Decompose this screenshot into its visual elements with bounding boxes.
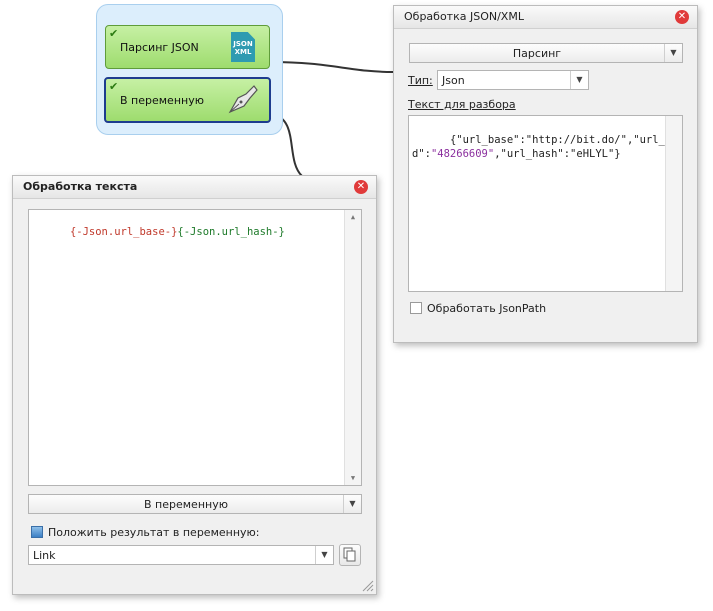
type-select[interactable]: Json ▼ — [437, 70, 589, 90]
save-result-label: Положить результат в переменную: — [48, 526, 260, 539]
json-text-line: d": — [412, 148, 431, 160]
copy-icon — [343, 547, 356, 562]
check-icon: ✔ — [109, 80, 119, 93]
action-select[interactable]: В переменную ▼ — [28, 494, 362, 514]
node-label: В переменную — [120, 94, 204, 107]
chevron-down-icon[interactable]: ▼ — [570, 71, 588, 89]
node-to-variable[interactable]: ✔ В переменную — [104, 77, 271, 123]
variable-select-value: Link — [33, 549, 56, 562]
scroll-up-icon[interactable]: ▲ — [350, 213, 356, 221]
type-select-value: Json — [442, 74, 465, 87]
scrollbar[interactable] — [665, 116, 682, 291]
scrollbar[interactable]: ▲ ▼ — [344, 210, 361, 485]
check-icon: ✔ — [109, 27, 119, 40]
node-label: Парсинг JSON — [120, 41, 199, 54]
close-icon[interactable]: ✕ — [675, 10, 689, 24]
panel-title: Обработка JSON/XML — [404, 10, 524, 23]
pen-nib-icon — [228, 85, 258, 114]
text-to-parse-label: Текст для разбора — [408, 98, 516, 111]
variable-select[interactable]: Link ▼ — [28, 545, 334, 565]
json-text-line: {"url_base":"http://bit.do/","url_i — [449, 134, 672, 146]
panel-title: Обработка текста — [23, 180, 138, 193]
action-select[interactable]: Парсинг ▼ — [409, 43, 683, 63]
scroll-down-icon[interactable]: ▼ — [350, 474, 356, 482]
chevron-down-icon[interactable]: ▼ — [315, 546, 333, 564]
json-xml-panel: Обработка JSON/XML ✕ Парсинг ▼ Тип: Json… — [393, 5, 698, 343]
panel-title-bar: Обработка текста ✕ — [13, 176, 376, 199]
jsonpath-label: Обработать JsonPath — [427, 302, 547, 315]
action-select-value: Парсинг — [512, 47, 562, 60]
action-select-value: В переменную — [144, 498, 228, 511]
variable-token: {-Json.url_hash-} — [177, 226, 285, 238]
chevron-down-icon[interactable]: ▼ — [664, 44, 682, 62]
json-text-line: ,"url_hash":"eHLYL"} — [494, 148, 621, 160]
close-icon[interactable]: ✕ — [354, 180, 368, 194]
save-result-checkbox[interactable] — [31, 526, 43, 538]
text-to-parse-input[interactable]: {"url_base":"http://bit.do/","url_i d":"4… — [408, 115, 683, 292]
text-processing-panel: Обработка текста ✕ {-Json.url_base-}{-Js… — [12, 175, 377, 595]
type-label: Тип: — [408, 74, 433, 87]
jsonpath-checkbox[interactable] — [410, 302, 422, 314]
copy-button[interactable] — [339, 544, 361, 566]
chevron-down-icon[interactable]: ▼ — [343, 495, 361, 513]
resize-grip-icon[interactable] — [360, 578, 374, 592]
variable-token: {-Json.url_base-} — [69, 226, 178, 238]
text-template-input[interactable]: {-Json.url_base-}{-Json.url_hash-} ▲ ▼ — [28, 209, 362, 486]
panel-title-bar: Обработка JSON/XML ✕ — [394, 6, 697, 29]
json-number-value: "48266609" — [430, 148, 495, 160]
